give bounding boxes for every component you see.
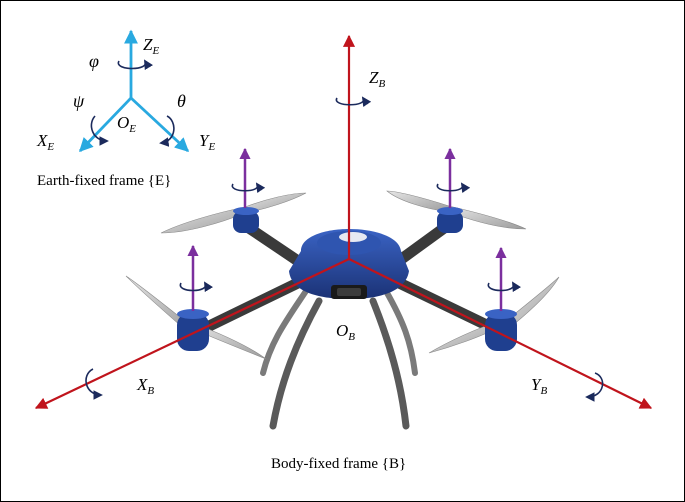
body-x-axis (34, 258, 350, 409)
earth-x-label: XE (36, 131, 54, 153)
motor-front-left (177, 309, 209, 351)
body-y-label: YB (531, 375, 547, 397)
body-x-rotation-icon (85, 368, 103, 400)
earth-axes (78, 29, 190, 153)
propeller-back-left (160, 192, 307, 234)
thrust-arrows (187, 147, 507, 311)
yaw-rotation-icon (90, 115, 109, 146)
leg-back-left (260, 288, 309, 376)
earth-frame-caption: Earth-fixed frame {E} (37, 173, 171, 189)
earth-y-label: YE (199, 131, 215, 153)
rotor-rotation-arrows (179, 182, 522, 293)
propeller-back-right (386, 190, 527, 230)
yaw-angle-symbol: ψ (73, 91, 85, 111)
rotor-spin-front-right (487, 281, 522, 293)
roll-angle-symbol: φ (89, 51, 99, 71)
earth-y-axis (130, 96, 190, 153)
pitch-rotation-icon (159, 115, 175, 147)
body-x-label: XB (136, 375, 154, 397)
motor-front-right (485, 309, 517, 351)
rotor-spin-front-left (179, 281, 214, 293)
leg-back-right (383, 288, 418, 376)
earth-x-axis (78, 97, 133, 153)
earth-origin-label: OE (117, 113, 136, 135)
rotor-spin-back-right (436, 182, 471, 194)
earth-z-label: ZE (143, 35, 159, 57)
body-z-label: ZB (369, 68, 385, 90)
body-y-axis (348, 258, 653, 409)
pitch-angle-symbol: θ (177, 91, 186, 111)
body-y-rotation-icon (585, 372, 604, 402)
body-z-rotation-icon (335, 96, 372, 108)
rotor-spin-back-left (231, 182, 266, 194)
body-frame-caption: Body-fixed frame {B} (271, 456, 406, 472)
landing-legs (260, 288, 418, 430)
leg-front-left (269, 297, 323, 430)
motor-back-right (437, 207, 463, 233)
quadrotor-drone (125, 190, 560, 430)
arm-back-left (240, 220, 307, 269)
leg-front-right (369, 297, 410, 430)
body-axis-rotations (85, 96, 604, 402)
motor-back-left (233, 207, 259, 233)
roll-rotation-icon (117, 59, 154, 71)
earth-axis-rotations (90, 59, 175, 147)
body-axes (34, 34, 653, 409)
body-origin-label: OB (336, 321, 355, 343)
